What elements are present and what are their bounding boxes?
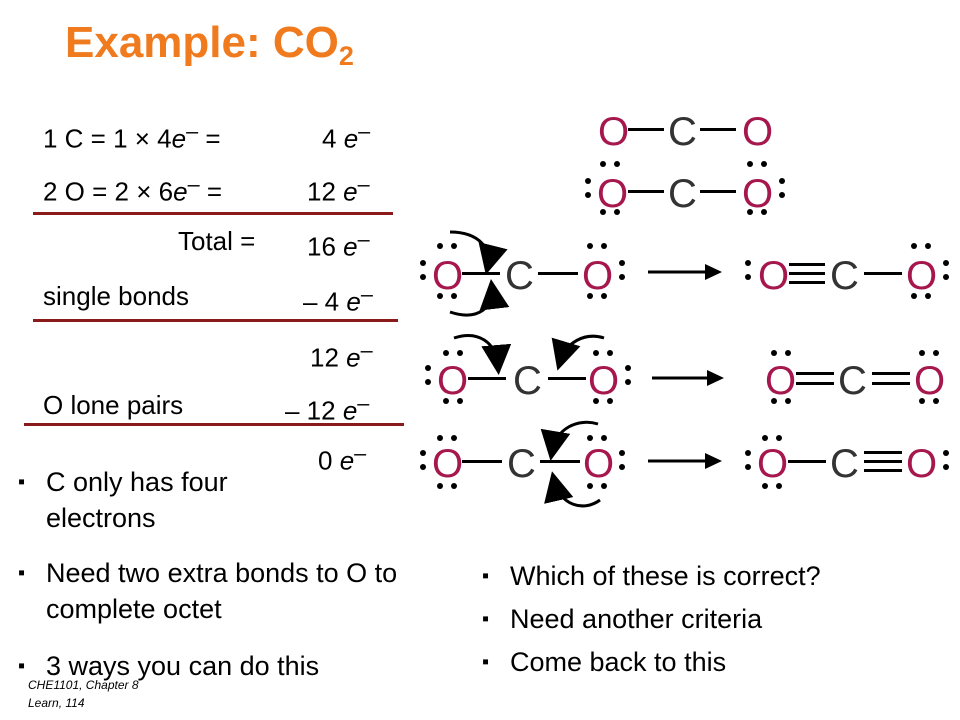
single-bond <box>538 272 578 275</box>
slide-title: Example: CO2 <box>65 18 354 71</box>
double-bond-line <box>796 382 834 385</box>
calc-single-bonds-label: single bonds <box>43 281 189 311</box>
reaction-arrow-head <box>705 453 722 469</box>
bullet-left-1: ▪C only has four electrons <box>18 464 306 536</box>
atom-o: O <box>583 442 614 486</box>
atom-o: O <box>906 442 937 486</box>
double-bond-line <box>796 372 834 375</box>
electron-push-arrow <box>551 334 605 371</box>
single-bond <box>864 272 902 275</box>
calc-subtotal-1: 12 e– <box>310 337 373 373</box>
bullet-marker: ▪ <box>18 562 26 584</box>
atom-o: O <box>742 172 773 216</box>
atom-o: O <box>432 254 463 298</box>
triple-bond-line <box>789 281 825 284</box>
single-bond <box>540 460 580 463</box>
atom-c: C <box>668 110 697 154</box>
bullet-right-2: ▪Need another criteria <box>482 601 950 637</box>
triple-bond-line <box>789 272 825 275</box>
divider-rule-1 <box>33 212 393 215</box>
electron-push-arrow <box>544 471 601 508</box>
calc-lone-pairs-value: – 12 e– <box>285 390 370 426</box>
divider-rule-2 <box>33 319 398 322</box>
bullet-marker: ▪ <box>482 565 490 587</box>
resonance-option-2: O C O O C O <box>425 334 945 404</box>
atom-c: C <box>513 359 542 403</box>
bullet-marker: ▪ <box>18 471 26 493</box>
electron-push-arrow <box>449 279 510 317</box>
single-bond <box>462 272 500 275</box>
atom-c: C <box>668 172 697 216</box>
electron-push-arrow <box>449 230 508 275</box>
single-bond <box>700 190 736 193</box>
structure-with-lone-pairs: O C O <box>585 161 785 216</box>
double-bond-line <box>872 372 910 375</box>
calc-lone-pairs-label: O lone pairs <box>43 390 184 420</box>
atom-o: O <box>758 254 789 298</box>
atom-o: O <box>765 359 796 403</box>
divider-rule-3 <box>24 423 404 426</box>
calc-total-label: Total = <box>178 226 256 256</box>
resonance-option-1: O C O O C O <box>420 230 949 317</box>
lone-pair-dots <box>420 435 625 489</box>
bullet-right-1: ▪Which of these is correct? <box>482 558 950 594</box>
calc-row-carbon: 1 C = 1 × 4e– = <box>43 118 221 154</box>
triple-bond-line <box>864 469 902 472</box>
single-bond <box>468 377 506 380</box>
bullet-marker: ▪ <box>482 651 490 673</box>
bullet-marker: ▪ <box>482 608 490 630</box>
lone-pair-dots <box>420 243 625 299</box>
calc-subtotal-2: 0 e– <box>318 440 367 476</box>
triple-bond-line <box>864 460 902 463</box>
atom-o: O <box>914 359 945 403</box>
lone-pair-dots <box>745 243 949 299</box>
calc-row-oxygen: 2 O = 2 × 6e– = <box>43 171 223 207</box>
atom-c: C <box>830 442 859 486</box>
calc-row-oxygen-value: 12 e– <box>307 171 370 207</box>
triple-bond-line <box>864 451 902 454</box>
calc-total-value: 16 e– <box>307 226 370 262</box>
skeleton-structure: O C O <box>598 110 773 154</box>
lone-pair-dots <box>425 350 631 404</box>
double-bond-line <box>872 382 910 385</box>
bullet-marker: ▪ <box>18 655 26 677</box>
atom-o: O <box>742 110 773 154</box>
atom-o: O <box>588 359 619 403</box>
atom-c: C <box>505 254 534 298</box>
atom-o: O <box>597 172 628 216</box>
bullet-left-3: ▪3 ways you can do this <box>18 648 446 684</box>
atom-o: O <box>757 442 788 486</box>
atom-c: C <box>507 442 536 486</box>
electron-push-arrow <box>453 334 512 375</box>
atom-c: C <box>830 254 859 298</box>
atom-o: O <box>582 254 613 298</box>
single-bond <box>548 377 586 380</box>
reaction-arrow-head <box>705 264 722 280</box>
electron-push-arrow <box>540 420 599 461</box>
lone-pair-dots <box>745 435 949 489</box>
atom-c: C <box>838 359 867 403</box>
lone-pair-dots <box>585 161 785 215</box>
lone-pair-dots <box>771 350 939 404</box>
atom-o: O <box>432 442 463 486</box>
reaction-arrow-head <box>707 370 724 386</box>
resonance-option-3: O C O O C O <box>420 420 949 508</box>
atom-o: O <box>437 359 468 403</box>
triple-bond-line <box>789 263 825 266</box>
bullet-right-3: ▪Come back to this <box>482 644 950 680</box>
atom-o: O <box>598 110 629 154</box>
single-bond <box>628 190 664 193</box>
single-bond <box>700 128 736 131</box>
bullet-left-2: ▪Need two extra bonds to O to complete o… <box>18 555 426 627</box>
calc-row-carbon-value: 4 e– <box>322 118 371 154</box>
single-bond <box>788 460 826 463</box>
single-bond <box>628 128 664 131</box>
single-bond <box>462 460 502 463</box>
atom-o: O <box>906 254 937 298</box>
footer-citation: CHE1101, Chapter 8 Learn, 114 <box>28 678 139 710</box>
calc-single-bonds-value: – 4 e– <box>303 281 373 317</box>
